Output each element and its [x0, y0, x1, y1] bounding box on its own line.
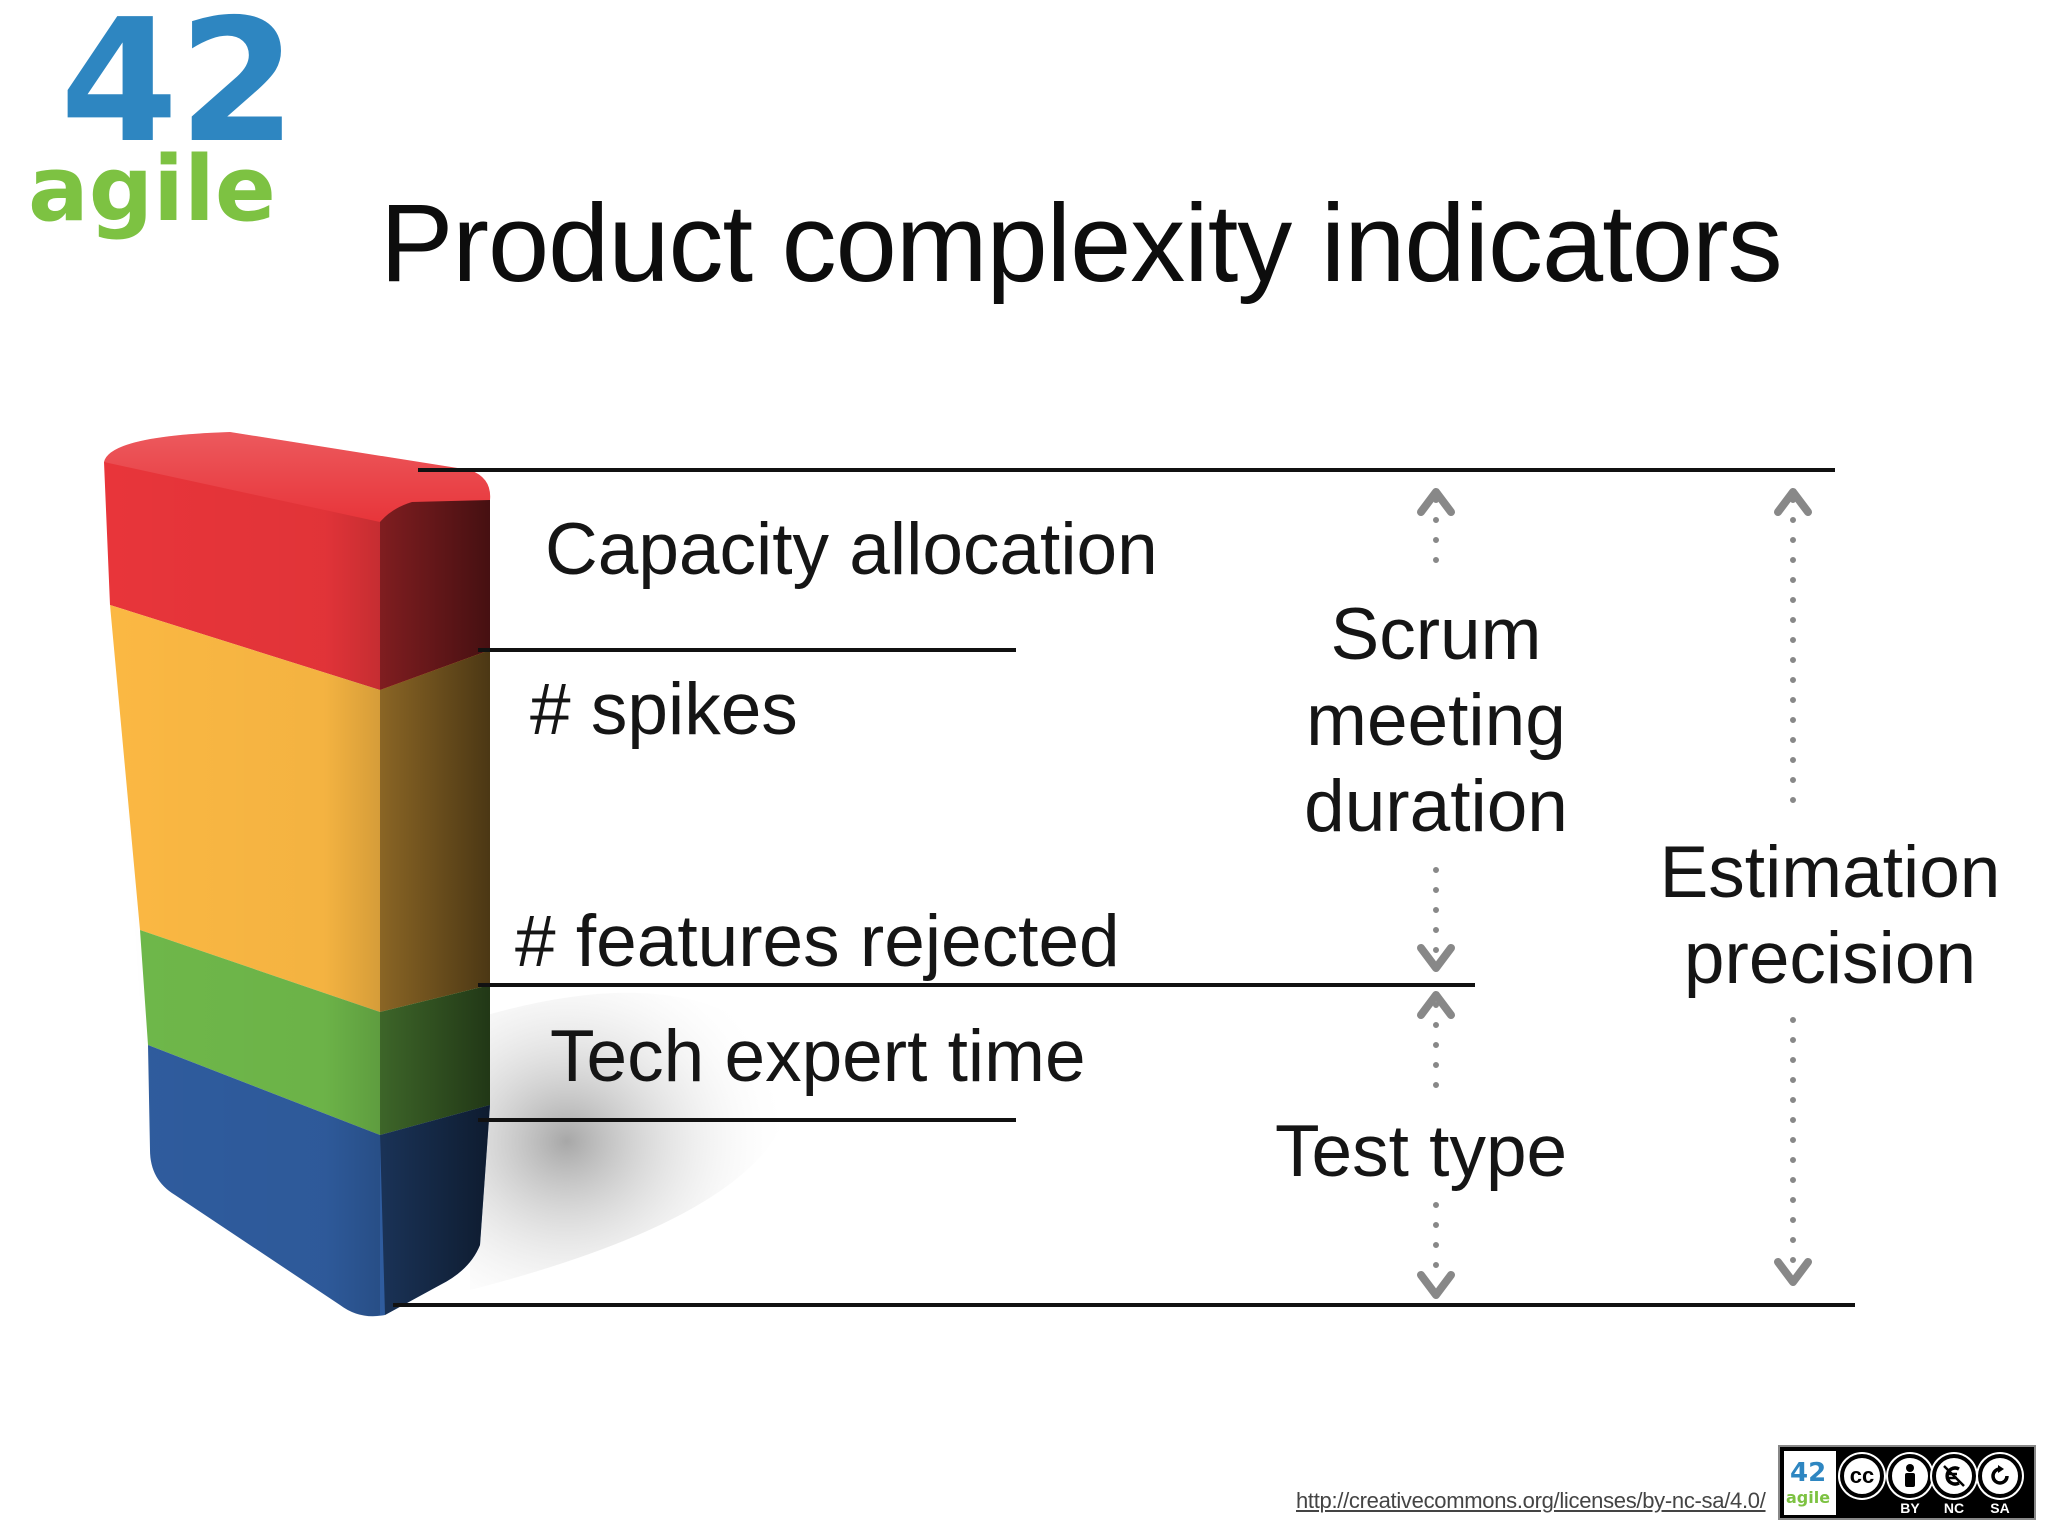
indicator-lines [393, 468, 1855, 1307]
label-capacity-allocation: Capacity allocation [545, 509, 1158, 590]
mini-logo-icon: 42 agile [1784, 1451, 1836, 1515]
by-person-icon [1888, 1454, 1932, 1498]
scrum-arrow-up-icon [1417, 488, 1455, 516]
sa-icon [1978, 1454, 2022, 1498]
svg-text:agile: agile [1786, 1488, 1830, 1507]
logo-42-agile: 42 agile [28, 0, 297, 242]
nc-euro-icon [1932, 1454, 1976, 1498]
label-spikes: # spikes [530, 669, 798, 750]
test-arrow-up-icon [1417, 991, 1455, 1019]
stacked-block [104, 432, 491, 1317]
cc-license-badge[interactable]: 42 agile cc BY NC SA [1778, 1445, 2036, 1520]
estimation-arrow-up-icon [1774, 488, 1812, 516]
range-arrows [1417, 488, 1812, 1299]
slide-title: Product complexity indicators [380, 182, 1783, 305]
nc-tag: NC [1943, 1500, 1965, 1516]
license-link[interactable]: http://creativecommons.org/licenses/by-n… [1296, 1488, 1766, 1513]
label-features-rejected: # features rejected [515, 901, 1120, 982]
logo-word: agile [28, 137, 276, 242]
cc-icon: cc [1840, 1454, 1884, 1498]
label-estimation-precision: Estimation precision [1659, 832, 2001, 999]
sa-tag: SA [1990, 1500, 2010, 1516]
test-arrow-down-icon [1417, 1271, 1455, 1299]
estimation-arrow-down-icon [1774, 1258, 1812, 1286]
label-test-type: Test type [1275, 1111, 1568, 1192]
block-shadow [470, 992, 793, 1290]
by-tag: BY [1900, 1500, 1920, 1516]
label-tech-expert-time: Tech expert time [550, 1016, 1086, 1097]
svg-text:42: 42 [1790, 1458, 1826, 1488]
scrum-arrow-down-icon [1417, 944, 1455, 972]
label-scrum-meeting-duration: Scrum meeting duration [1304, 594, 1568, 847]
logo-number: 42 [60, 0, 297, 181]
